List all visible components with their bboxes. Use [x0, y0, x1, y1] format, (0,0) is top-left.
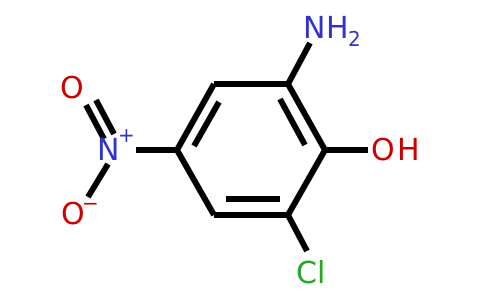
atom-amino-subscript: 2	[348, 27, 361, 51]
bond-amino	[285, 41, 313, 86]
atom-amino-n: N	[303, 11, 325, 46]
bond-chloro	[285, 213, 310, 253]
atom-nitro-n-charge: +	[118, 123, 135, 147]
atom-nitro-o-top: O	[60, 71, 84, 106]
atom-chloro: Cl	[296, 256, 325, 291]
atom-nitro-o-charge: −	[82, 191, 99, 215]
bond-ring-upper-left	[174, 82, 217, 152]
bond-ring-lower-left	[174, 148, 217, 217]
bond-ring-lower-right	[285, 148, 328, 217]
bond-ring-upper-right	[285, 82, 328, 152]
bond-ring-inner-right	[277, 97, 308, 147]
bond-nitro-o-bottom	[85, 162, 111, 199]
bond-nitro-o-top-1	[83, 103, 107, 141]
atom-nitro-n: N	[97, 133, 119, 168]
bond-ring-inner-left	[191, 100, 222, 148]
atom-hydroxyl-h: H	[397, 133, 420, 168]
atom-amino-h: H	[326, 11, 349, 46]
bond-nitro-o-top-2	[93, 98, 117, 136]
atom-nitro-o-bottom: O	[61, 197, 85, 232]
atom-hydroxyl-o: O	[371, 133, 395, 168]
